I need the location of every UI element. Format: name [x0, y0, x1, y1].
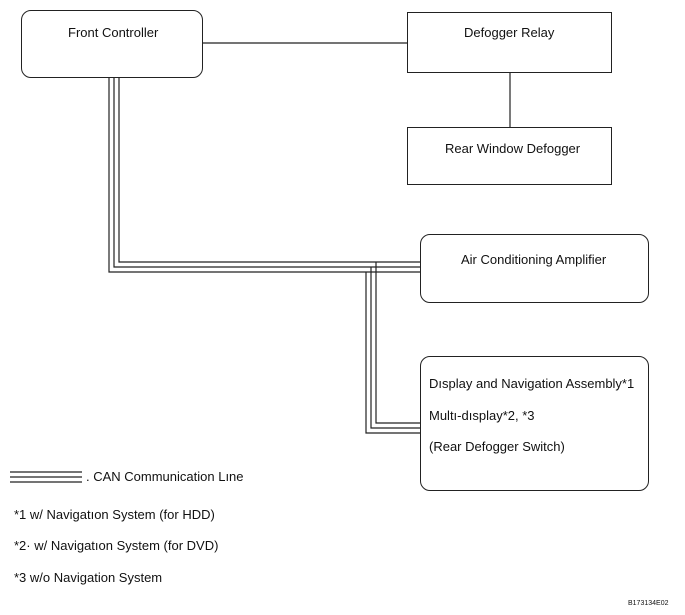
- can-line-front-to-ac: [108, 78, 422, 273]
- rear-window-defogger-label: Rear Window Defogger: [445, 141, 581, 156]
- figure-code: B173134E02: [628, 600, 669, 607]
- footnote-1: *1 w/ Navigatıon System (for HDD): [14, 507, 215, 522]
- footnote-2: *2· w/ Navigatıon System (for DVD): [14, 538, 219, 553]
- defogger-relay-box: Defogger Relay: [407, 12, 612, 73]
- air-conditioning-amplifier-label: Air Conditioning Amplifier: [461, 252, 607, 267]
- legend-can-line-label: . CAN Communication Lıne: [86, 469, 244, 484]
- display-navigation-assembly-box: Dısplay and Navigation Assembly*1 Multı-…: [420, 356, 649, 491]
- display-assembly-line2: Multı-dısplay*2, *3: [429, 408, 535, 423]
- footnote-3: *3 w/o Navigation System: [14, 570, 163, 585]
- air-conditioning-amplifier-box: Air Conditioning Amplifier: [420, 234, 649, 303]
- legend-can-line-symbol: [10, 471, 82, 483]
- rear-window-defogger-box: Rear Window Defogger: [407, 127, 612, 185]
- front-controller-box: Front Controller: [21, 10, 203, 78]
- front-controller-label: Front Controller: [68, 25, 159, 40]
- defogger-relay-label: Defogger Relay: [464, 25, 555, 40]
- can-line-branch-to-display: [365, 262, 422, 434]
- display-assembly-line1: Dısplay and Navigation Assembly*1: [429, 376, 635, 391]
- display-assembly-line3: (Rear Defogger Switch): [429, 439, 565, 454]
